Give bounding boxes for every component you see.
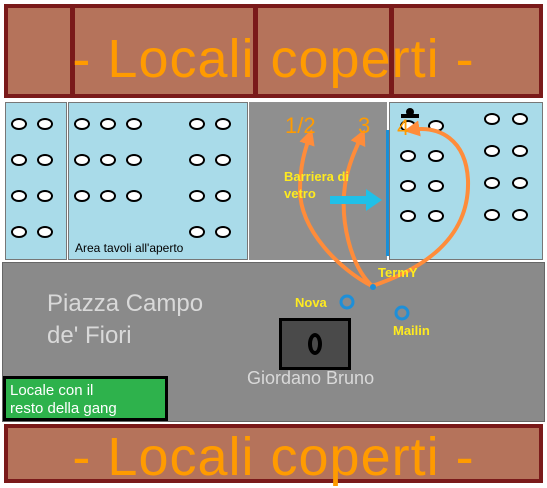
person-label-nova: Nova [295,295,328,310]
banner-top-text: - Locali coperti - [72,29,475,89]
walkway-area [249,102,387,260]
position-label-4: 4 [397,115,409,140]
barrier-arrow-icon [330,189,382,211]
table-seat [11,190,27,202]
table-seat [74,154,90,166]
table-seat [11,118,27,130]
person-marker-icon [370,284,376,290]
top-covered-venues-banner: - Locali coperti - [4,4,543,98]
table-seat [484,145,500,157]
table-seat [37,118,53,130]
statue-icon [279,318,351,370]
gang-venue-line1: Locale con il [10,382,94,399]
glass-barrier [386,130,389,256]
table-seat [400,180,416,192]
table-seat [512,113,528,125]
piazza-title-line2: de' Fiori [47,322,132,349]
table-seat [100,190,116,202]
table-seat [400,210,416,222]
banner-cell [8,8,75,94]
path-arrow-icon [341,129,374,288]
table-seat [189,226,205,238]
table-seat [512,209,528,221]
table-seat [215,190,231,202]
person-figure-icon [401,108,419,118]
path-arrow-icon [297,128,373,288]
person-marker-icon [394,305,410,321]
table-seat [37,190,53,202]
banner-cell [70,8,258,94]
table-seat [37,154,53,166]
table-seat [100,118,116,130]
table-seat [126,190,142,202]
table-seat [11,226,27,238]
table-seat [74,190,90,202]
table-seat [126,118,142,130]
person-label-mailin: Mailin [393,323,430,338]
person-label-termy: TermY [378,265,418,280]
table-seat [512,177,528,189]
path-arrow-icon [371,120,471,288]
table-seat [512,145,528,157]
banner-bottom-text: - Locali coperti - [72,427,475,487]
person-marker-icon [339,294,355,310]
table-seat [189,118,205,130]
outdoor-tables-left-a [5,102,67,260]
position-label-3: 3 [358,113,370,138]
table-seat [37,226,53,238]
table-seat [215,226,231,238]
piazza-title-line1: Piazza Campo [47,290,204,317]
table-seat [484,177,500,189]
table-seat [189,154,205,166]
table-seat [428,210,444,222]
table-seat [484,209,500,221]
table-seat [126,154,142,166]
gang-venue-line2: resto della gang [10,400,117,417]
barrier-label-line2: vetro [284,186,316,201]
outdoor-tables-left-b: Area tavoli all'aperto [68,102,248,260]
piazza-title: Piazza Campo de' Fiori [47,288,203,352]
outdoor-area-label: Area tavoli all'aperto [75,241,184,255]
bottom-covered-venues-banner: - Locali coperti - [4,424,543,487]
statue-label: Giordano Bruno [247,368,375,388]
table-seat [428,150,444,162]
table-seat [11,154,27,166]
barrier-label-line1: Barriera di [284,169,349,184]
outdoor-tables-right [389,102,543,260]
position-label-1-2: 1/2 [285,113,316,138]
gang-venue-box: Locale con il resto della gang [3,376,168,421]
table-seat [484,113,500,125]
table-seat [215,118,231,130]
banner-cell [253,8,394,94]
table-seat [100,154,116,166]
table-seat [189,190,205,202]
table-seat [74,118,90,130]
table-seat [400,150,416,162]
table-seat [428,180,444,192]
table-seat [215,154,231,166]
